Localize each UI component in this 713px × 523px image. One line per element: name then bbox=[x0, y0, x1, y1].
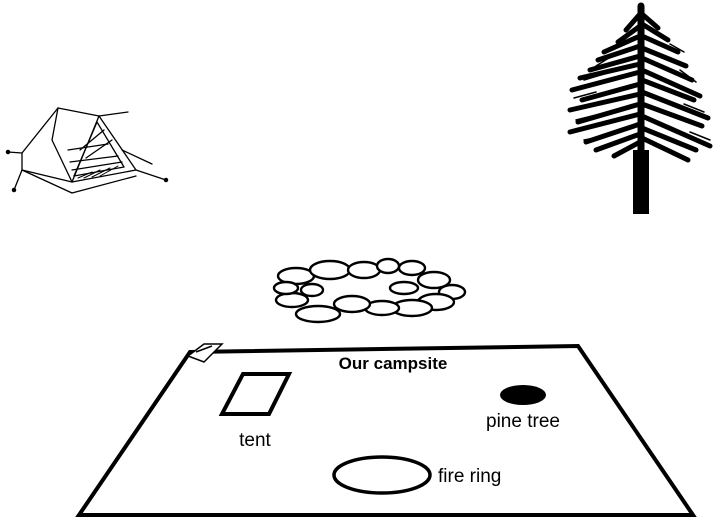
pine-tree-symbol bbox=[500, 385, 546, 405]
tent-label: tent bbox=[239, 430, 271, 451]
stone-fire-ring-icon bbox=[274, 259, 465, 322]
map-title: Our campsite bbox=[339, 354, 448, 373]
pine-tree-icon bbox=[570, 6, 710, 214]
pine-tree-label: pine tree bbox=[486, 411, 560, 432]
fire-ring-label: fire ring bbox=[438, 466, 501, 487]
campsite-map: Our campsite tent pine tree fire ring bbox=[79, 344, 693, 515]
tent-icon bbox=[6, 108, 167, 193]
